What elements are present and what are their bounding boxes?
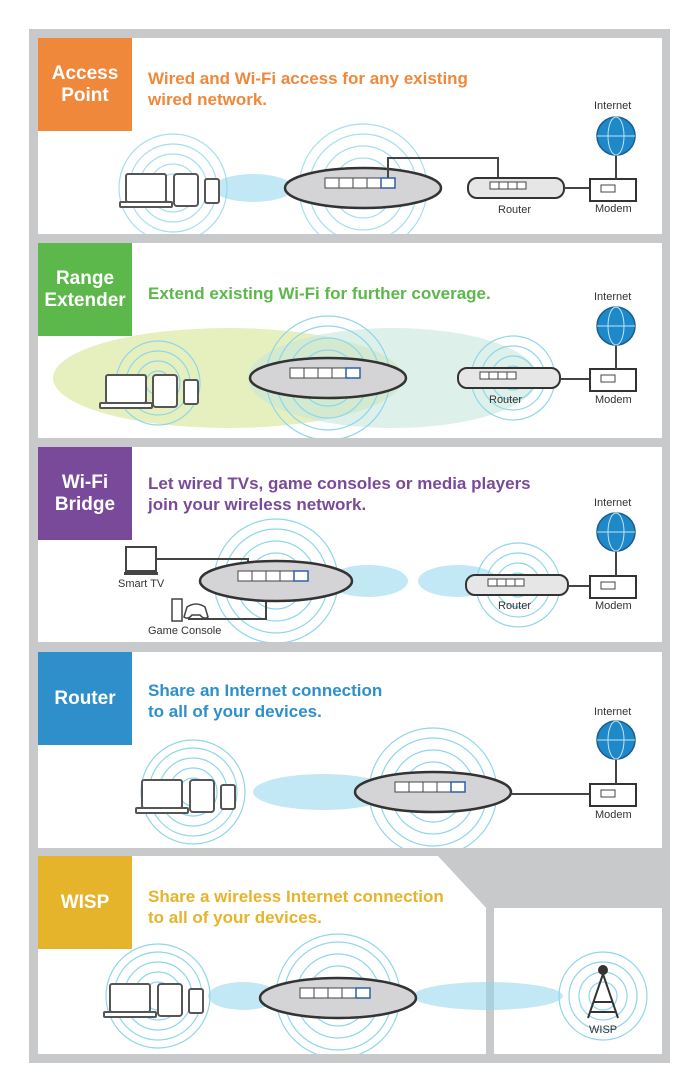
tv-icon xyxy=(124,546,158,575)
phone-icon xyxy=(204,178,220,204)
router-diagram xyxy=(135,720,637,848)
laptop-icon xyxy=(103,983,157,1018)
laptop-icon xyxy=(99,374,153,409)
label-internet: Internet xyxy=(594,497,632,509)
panel-router: Router Share an Internet connection to a… xyxy=(38,652,662,848)
wisp-tower-icon xyxy=(587,965,619,1019)
badge-access-point: Access Point xyxy=(38,38,132,131)
label-wisp: WISP xyxy=(589,1024,618,1036)
game-console-icon xyxy=(171,598,209,622)
router-device-icon xyxy=(353,770,513,814)
wisp-diagram xyxy=(38,856,662,1054)
modem-icon xyxy=(589,368,637,392)
panel-wifi-bridge: Wi-Fi Bridge Let wired TVs, game console… xyxy=(38,447,662,642)
panel-access-point: Access Point Wired and Wi-Fi access for … xyxy=(38,38,662,234)
tablet-icon xyxy=(189,779,215,813)
panel-range-extender: Range Extender Extend existing Wi-Fi for… xyxy=(38,243,662,438)
modem-icon xyxy=(589,783,637,807)
modem-icon xyxy=(589,178,637,202)
label-internet: Internet xyxy=(594,291,632,303)
label-router: Router xyxy=(498,600,532,612)
headline-access-point: Wired and Wi-Fi access for any existing … xyxy=(148,69,468,109)
laptop-icon xyxy=(135,779,189,814)
signal-beam-right xyxy=(413,982,563,1010)
headline-range-extender: Extend existing Wi-Fi for further covera… xyxy=(148,284,491,303)
badge-wifi-bridge: Wi-Fi Bridge xyxy=(38,447,132,540)
label-modem: Modem xyxy=(595,394,632,406)
label-modem: Modem xyxy=(595,809,632,821)
label-smart-tv: Smart TV xyxy=(118,578,165,590)
panel-wisp: WISP Share a wireless Internet connectio… xyxy=(38,856,662,1054)
bridge-device-icon xyxy=(198,559,354,603)
globe-icon xyxy=(596,306,636,346)
label-router: Router xyxy=(498,204,532,216)
access-point-device-icon xyxy=(283,166,443,210)
badge-router: Router xyxy=(38,652,132,745)
router-device-icon xyxy=(457,367,561,389)
globe-icon xyxy=(596,512,636,552)
router-device-icon xyxy=(467,177,565,199)
signal-beam xyxy=(253,774,393,810)
label-router: Router xyxy=(489,394,523,406)
laptop-icon xyxy=(119,173,173,208)
globe-icon xyxy=(596,720,636,760)
range-extender-diagram xyxy=(53,306,637,438)
router-device-icon xyxy=(465,574,569,596)
router-device-icon xyxy=(258,976,418,1020)
modem-icon xyxy=(589,575,637,599)
signal-beam xyxy=(213,174,293,202)
access-point-diagram xyxy=(118,116,637,234)
label-internet: Internet xyxy=(594,706,632,718)
badge-range-extender: Range Extender xyxy=(38,243,132,336)
badge-wisp: WISP xyxy=(38,856,132,949)
headline-wisp: Share a wireless Internet connection to … xyxy=(148,887,444,927)
tablet-icon xyxy=(152,374,178,408)
headline-wifi-bridge: Let wired TVs, game consoles or media pl… xyxy=(148,474,531,514)
extender-device-icon xyxy=(248,356,408,400)
headline-router: Share an Internet connection to all of y… xyxy=(148,681,383,721)
phone-icon xyxy=(188,988,204,1014)
label-modem: Modem xyxy=(595,600,632,612)
tablet-icon xyxy=(173,173,199,207)
wisp-divider-diagonal xyxy=(438,856,494,912)
label-game-console: Game Console xyxy=(148,625,222,637)
globe-icon xyxy=(596,116,636,156)
label-internet: Internet xyxy=(594,100,632,112)
signal-beam-left xyxy=(208,982,278,1010)
phone-icon xyxy=(183,379,199,405)
tablet-icon xyxy=(157,983,183,1017)
cable-ap-router xyxy=(387,157,499,178)
wifi-bridge-diagram xyxy=(124,512,637,642)
label-modem: Modem xyxy=(595,203,632,215)
phone-icon xyxy=(220,784,236,810)
